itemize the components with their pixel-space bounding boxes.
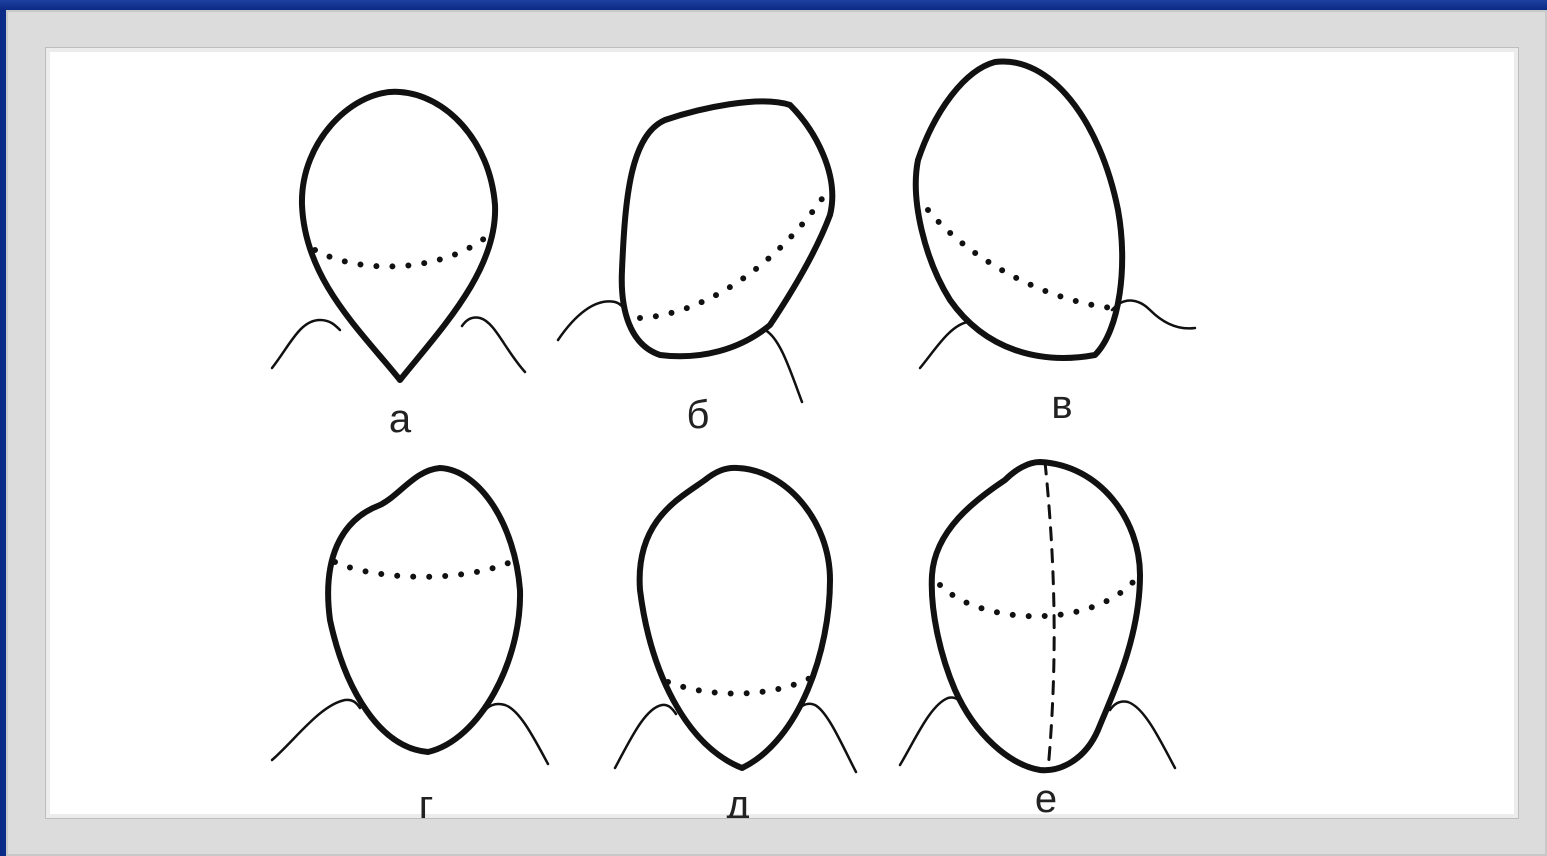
- head-shape-e: [900, 462, 1175, 770]
- head-shape-a: [272, 92, 525, 380]
- panel-label-d: д: [726, 783, 749, 818]
- head-shape-g: [272, 468, 548, 764]
- head-shape-d: [615, 468, 856, 772]
- head-shapes-diagram: а б в г д е: [46, 48, 1518, 818]
- panel-label-v: в: [1051, 383, 1072, 427]
- head-shape-v: [916, 61, 1195, 368]
- panel-label-g: г: [419, 783, 434, 818]
- figure-canvas: а б в г д е: [46, 48, 1518, 818]
- top-bar: [0, 0, 1547, 10]
- panel-label-e: е: [1035, 777, 1057, 818]
- panel-label-b: б: [687, 393, 710, 437]
- head-shape-b: [558, 101, 832, 402]
- panel-label-a: а: [389, 397, 412, 441]
